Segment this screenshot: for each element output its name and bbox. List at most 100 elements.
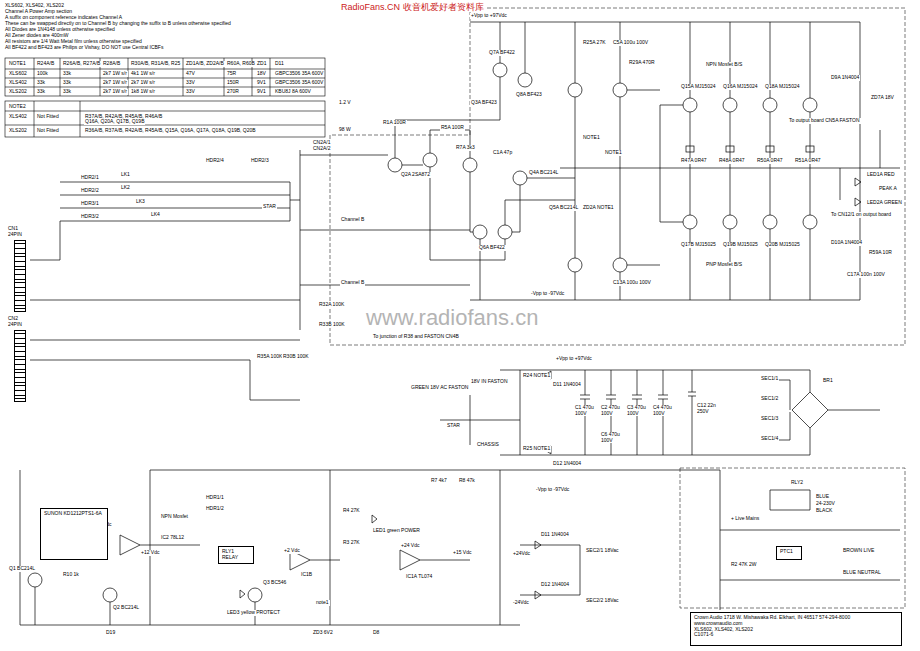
part-label: Q3A BF423 [470,100,498,106]
part-label: Q15A MJ15024 [680,84,716,90]
part-label: R24 NOTE1 [522,373,551,379]
node-text: 24PIN [8,322,26,328]
part-label: XLS602, XLS402, XLS202 [4,3,65,9]
part-label: HDR1/1 [205,495,225,501]
part-label: D11 1N4004 [552,382,582,388]
part-label: Q19B MJ15025 [722,242,759,248]
part-label: +24 Vdc [400,543,421,549]
part-label: C17A 100n 100V [846,272,886,278]
part-label: R59A 10R [868,250,893,256]
part-label: R51A 0R47 [794,158,822,164]
part-label: CN2A/1 [312,140,332,146]
part-label: -24Vdc [512,600,530,606]
part-label: To junction of R38 and FASTON CN4B [372,334,460,340]
part-label: 9V1 [256,89,267,95]
part-label: NPN Mosfet [160,514,189,520]
part-label: LED1 green POWER [372,528,421,534]
connector: CN124PIN [8,226,26,312]
title-block: Crown Audio 1718 W. Mishawaka Rd. Elkhar… [690,612,902,646]
part-label: LK3 [135,199,146,205]
node-text: XLS602, XLS402, XLS202 [694,627,898,633]
part-label: 33k [62,89,72,95]
part-label: www.radiofans.cn [365,306,539,331]
connector: CN224PIN [8,316,26,402]
part-label: Q1 BC214L [8,566,36,572]
part-label: 270R [226,89,240,95]
part-label: Q6A BF422 [478,245,506,251]
part-label: Q7A BF422 [488,50,516,56]
part-label: 1k8 1W s/r [130,89,156,95]
part-label: 2k7 1W s/r [130,80,156,86]
part-label: R4 27K [342,508,361,514]
part-label: All Zener diodes are 400mW [4,33,69,39]
part-label: Q2 BC214L [112,605,140,611]
part-label: D11 [274,61,285,67]
part-label: + Live Mains [730,516,760,522]
part-label: XLS402 [8,114,28,120]
part-label: To CN12/1 on output board [830,212,892,218]
protection-wiring [20,470,900,625]
part-label: Q17B MJ15025 [680,242,717,248]
part-label: XLS202 [8,128,28,134]
part-label: 4k1 1W s/r [130,71,156,77]
part-label: All BF422 and BF423 are Philips or Visha… [4,45,164,51]
part-label: LED3 yellow PROTECT [226,610,281,616]
part-label: HDR1/2 [205,506,225,512]
part-label: +15 Vdc [452,550,473,556]
part-label: +12 Vdc [140,550,161,556]
part-label: C4 470u 100V [652,405,676,416]
part-label: SEC2/2 18Vac [585,598,619,604]
part-label: NOTE1 [582,135,601,141]
part-label: 24-230V [815,501,836,507]
part-label: ZD3 6V2 [312,630,334,636]
part-label: 33k [62,71,72,77]
part-label: LED2A GREEN [866,200,903,206]
fan-box: SUNON KD1212PTS1-6A [40,508,108,560]
part-label: XLS602 [8,71,28,77]
part-label: ZD2A NOTE1 [582,205,615,211]
part-label: R48A 0R47 [718,158,746,164]
part-label: HDR3/1 [80,201,100,207]
part-label: Q8A BF423 [515,92,543,98]
part-label: 2k7 1W s/r [102,80,128,86]
part-label: IC2 78L12 [160,535,185,541]
part-label: HDR2/4 [205,158,225,164]
part-label: IC1A TL074 [405,574,433,580]
part-label: STAR [262,204,277,210]
part-label: RadioFans.CN 收音机爱好者资料库 [340,2,485,12]
part-label: GREEN 18V AC FASTON [410,385,469,391]
part-label: R28A/B [102,61,121,67]
part-label: XLS202 [8,89,28,95]
part-label: KBU8J 8A 600V [274,89,312,95]
part-label: Q16A MJ15024 [722,84,758,90]
part-label: R8 47k [458,478,476,484]
part-label: +2 Vdc [283,548,301,554]
part-label: R32A 100K [318,302,345,308]
part-label: R36A/B, R37A/B, R42A/B, R45A/B, Q15A, Q1… [84,128,257,134]
part-label: SEC1/2 [760,396,779,402]
part-label: D8 [372,630,380,636]
part-label: C1A 47p [492,150,513,156]
part-label: BLUE [815,494,830,500]
part-label: All Diodes are 1N4148 unless otherwise s… [4,27,116,33]
part-label: -Vpp to -97Vdc [535,487,570,493]
part-label: C13A 100u 100V [612,280,652,286]
part-label: R26A/B, R27A/B [62,61,101,67]
part-label: 150R [226,80,240,86]
part-label: R30B 100K [282,354,310,360]
part-label: R10 1k [62,572,80,578]
part-label: 75R [226,71,237,77]
part-label: BLUE NEUTRAL [842,570,882,576]
part-label: LK1 [120,172,131,178]
part-label: NPN Mosfet B/S [705,62,743,68]
node-text: C1071-6 [694,632,898,638]
node-text: Crown Audio 1718 W. Mishawaka Rd. Elkhar… [694,615,898,627]
part-label: HDR3/2 [80,214,100,220]
part-label: 33V [185,80,196,86]
part-label: C1 470u 100V [574,405,598,416]
part-label: Channel B [340,217,365,223]
relay-box: RLY1 RELAY [218,546,254,564]
part-label: R7 4k7 [430,478,448,484]
part-label: 33k [36,80,46,86]
part-label: 2k7 1W s/r [102,71,128,77]
